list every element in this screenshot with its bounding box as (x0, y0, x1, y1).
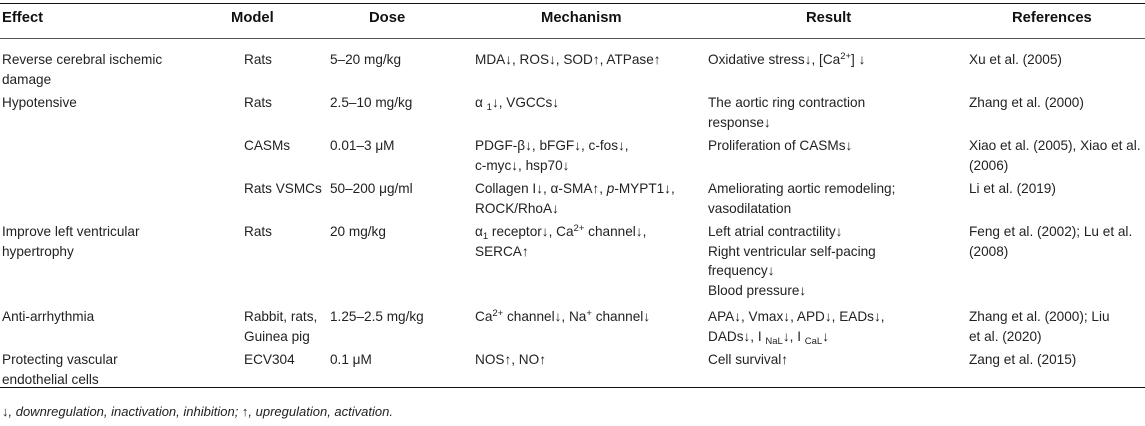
row-6-model: Rabbit, rats,Guinea pig (244, 309, 318, 344)
row-1-references: Xu et al. (2005) (969, 52, 1062, 67)
row-4-mechanism: Collagen I↓, α-SMA↑, p-MYPT1↓,ROCK/RhoA↓ (475, 181, 675, 216)
row-5-dose: 20 mg/kg (330, 224, 386, 239)
row-5-references: Feng et al. (2002); Lu et al.(2008) (969, 224, 1133, 259)
header-effect: Effect (2, 10, 44, 26)
row-4-dose: 50–200 μg/ml (330, 181, 413, 196)
row-2-references: Zhang et al. (2000) (969, 95, 1084, 110)
table-bottom-rule (0, 387, 1145, 388)
row-7-mechanism: NOS↑, NO↑ (475, 352, 546, 367)
row-3-references: Xiao et al. (2005), Xiao et al.(2006) (969, 138, 1141, 173)
row-7-model: ECV304 (244, 352, 295, 367)
row-2-effect: Hypotensive (2, 95, 77, 110)
row-7-result: Cell survival↑ (708, 352, 789, 367)
row-1-dose: 5–20 mg/kg (330, 52, 402, 67)
row-5-model: Rats (244, 224, 272, 239)
row-3-model: CASMs (244, 138, 291, 153)
header-mechanism: Mechanism (541, 10, 622, 26)
row-6-result: APA↓, Vmax↓, APD↓, EADs↓,DADs↓, I NaL↓, … (708, 309, 885, 347)
row-4-model: Rats VSMCs (244, 181, 322, 196)
row-3-mechanism: PDGF-β↓, bFGF↓, c-fos↓,c-myc↓, hsp70↓ (475, 138, 629, 173)
row-6-mechanism: Ca2+ channel↓, Na+ channel↓ (475, 308, 651, 324)
row-4-result: Ameliorating aortic remodeling;vasodilat… (708, 181, 896, 216)
row-7-references: Zang et al. (2015) (969, 352, 1077, 367)
row-1-mechanism: MDA↓, ROS↓, SOD↑, ATPase↑ (475, 52, 661, 67)
row-5-mechanism: α1 receptor↓, Ca2+ channel↓,SERCA↑ (475, 223, 647, 259)
row-2-dose: 2.5–10 mg/kg (330, 95, 413, 110)
table-footnote: ↓, downregulation, inactivation, inhibit… (2, 404, 393, 419)
header-dose: Dose (369, 10, 406, 26)
row-6-effect: Anti-arrhythmia (2, 309, 95, 324)
row-6-dose: 1.25–2.5 mg/kg (330, 309, 424, 324)
header-model: Model (231, 10, 274, 26)
row-7-dose: 0.1 μM (330, 352, 372, 367)
row-4-references: Li et al. (2019) (969, 181, 1056, 196)
table-top-rule (0, 3, 1145, 4)
row-3-result: Proliferation of CASMs↓ (708, 138, 853, 153)
row-1-result: Oxidative stress↓, [Ca2+] ↓ (708, 51, 866, 67)
row-1-model: Rats (244, 52, 272, 67)
row-5-result: Left atrial contractility↓Right ventricu… (708, 224, 876, 298)
header-rule (0, 38, 1145, 39)
row-2-model: Rats (244, 95, 272, 110)
header-result: Result (806, 10, 852, 26)
row-2-mechanism: α 1↓, VGCCs↓ (475, 95, 560, 113)
header-references: References (1012, 10, 1092, 26)
row-3-dose: 0.01–3 μM (330, 138, 395, 153)
